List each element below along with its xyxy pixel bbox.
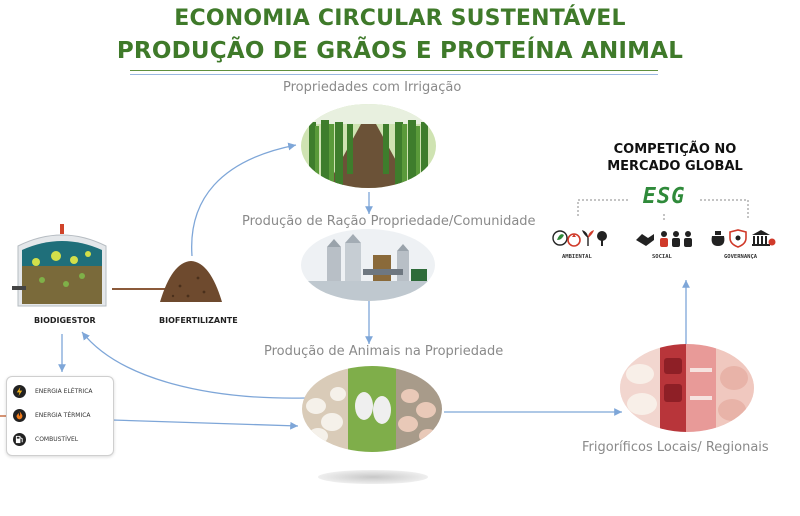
feed-mill-image (301, 229, 435, 301)
leaf-hand-icon (552, 230, 568, 246)
people-icon (660, 231, 680, 247)
market-title: COMPETIÇÃO NO MERCADO GLOBAL (560, 141, 790, 175)
animals-image-shadow (318, 470, 428, 484)
diagram-title-line2: PRODUÇÃO DE GRÃOS E PROTEÍNA ANIMAL (116, 38, 684, 64)
stage-label-irrigation: Propriedades com Irrigação (283, 80, 462, 95)
meat-cuts-image (620, 344, 754, 432)
market-title-line2: MERCADO GLOBAL (607, 159, 743, 174)
stage-label-slaughterhouses: Frigoríficos Locais/ Regionais (582, 440, 769, 455)
energy-item: ENERGIA TÉRMICA (13, 409, 91, 422)
recycle-icon (567, 233, 581, 247)
arrow-animals-to-biodigester (81, 331, 307, 399)
esg-panel: ESG AMBIENTAL SOCIAL GOVERNANÇA (548, 182, 780, 272)
irrigation-fields-image (301, 104, 436, 188)
esg-pillar-label: AMBIENTAL (562, 254, 592, 260)
handshake-icon (636, 234, 654, 246)
title-divider (130, 70, 658, 71)
biofertilizer-label: BIOFERTILIZANTE (159, 316, 238, 325)
esg-pillar-label: SOCIAL (652, 254, 672, 260)
arrow-biofertilizer-to-irrigation (191, 142, 297, 257)
market-title-line1: COMPETIÇÃO NO (613, 142, 737, 157)
energy-outputs-box: ENERGIA ELÉTRICA ENERGIA TÉRMICA COMBUST… (6, 376, 114, 456)
bank-icon (752, 230, 770, 246)
biodigester-tank-image (12, 224, 112, 310)
farm-animals-image (302, 366, 442, 452)
esg-pillar-label: GOVERNANÇA (724, 254, 758, 260)
dollar-icon (768, 238, 776, 246)
energy-item: COMBUSTÍVEL (13, 433, 78, 446)
stage-label-feed: Produção de Ração Propriedade/Comunidade (242, 214, 536, 229)
shield-icon (729, 229, 747, 248)
energy-item-label: ENERGIA ELÉTRICA (35, 388, 93, 395)
money-bag-icon (711, 231, 725, 246)
energy-item: ENERGIA ELÉTRICA (13, 385, 93, 398)
title-divider-secondary (130, 74, 658, 75)
esg-connectors (577, 199, 749, 222)
biodigester-label: BIODIGESTOR (34, 316, 96, 325)
diagram-title-line1: ECONOMIA CIRCULAR SUSTENTÁVEL (174, 6, 626, 31)
arrow-energy-to-animals (111, 419, 299, 430)
governance-icons (708, 228, 776, 248)
plant-icon (582, 230, 594, 246)
energy-item-label: ENERGIA TÉRMICA (35, 412, 91, 419)
esg-logo: ESG (642, 184, 686, 209)
social-icons (634, 228, 694, 248)
stage-label-animals: Produção de Animais na Propriedade (264, 344, 504, 359)
fuel-pump-icon (13, 433, 26, 446)
energy-item-label: COMBUSTÍVEL (35, 436, 79, 443)
biofertilizer-pile-image (158, 258, 224, 304)
electricity-icon (13, 385, 26, 398)
flame-icon (13, 409, 26, 422)
person-icon (684, 231, 692, 247)
environmental-icons (552, 228, 608, 248)
tree-icon (597, 231, 607, 246)
